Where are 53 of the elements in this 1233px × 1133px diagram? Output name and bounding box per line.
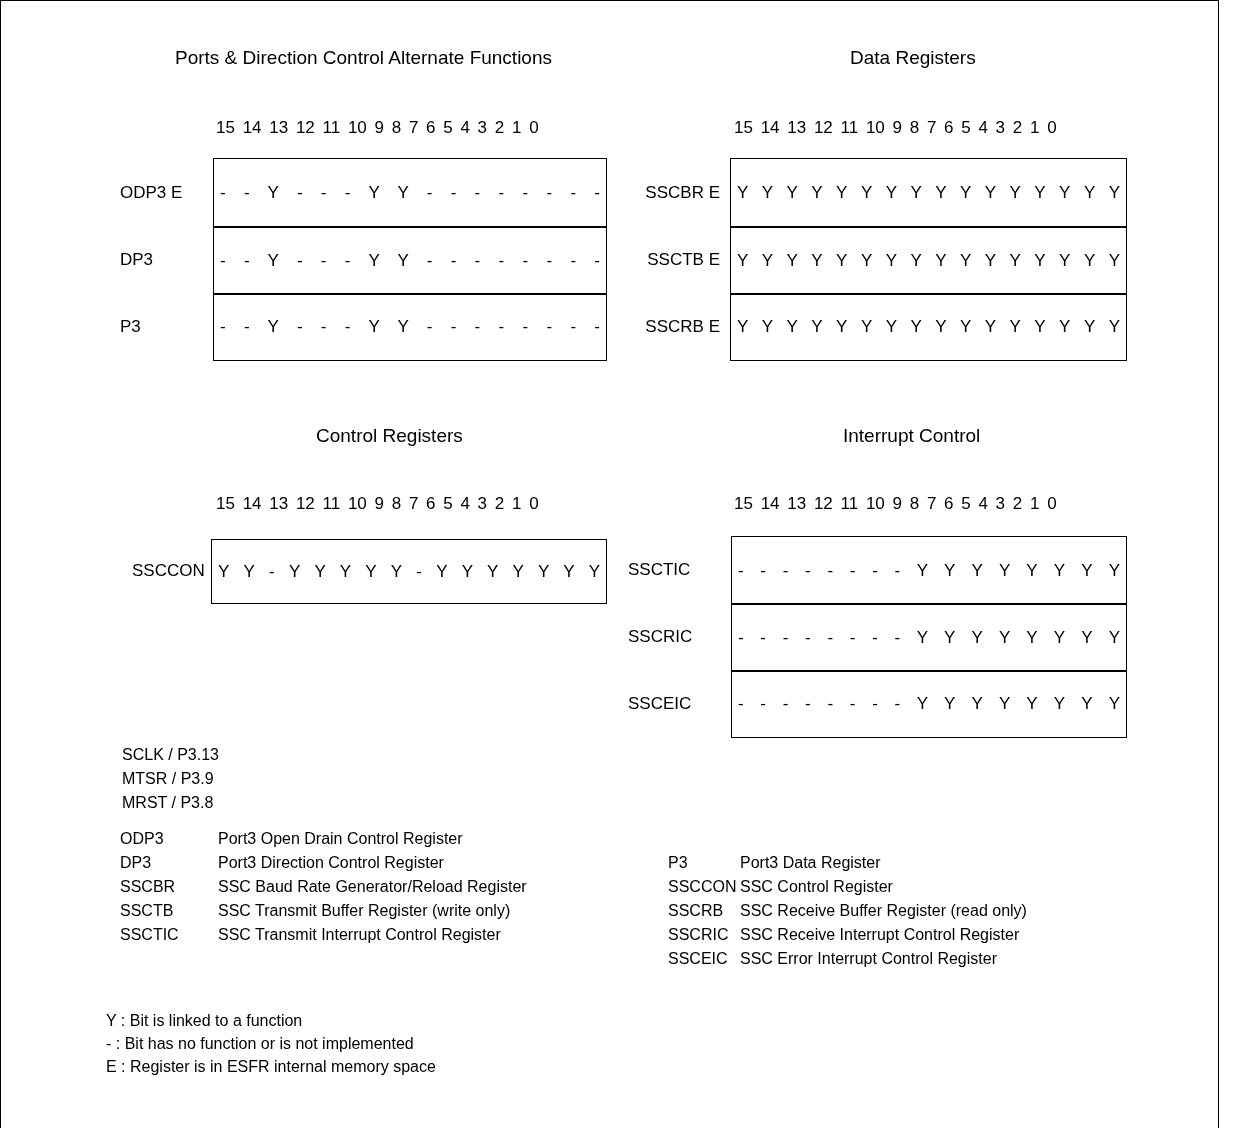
panel-title: Control Registers bbox=[316, 425, 463, 447]
abbreviation: DP3 bbox=[120, 854, 152, 872]
pin-name: SCLK / P3.13 bbox=[122, 746, 219, 764]
description: SSC Transmit Interrupt Control Register bbox=[218, 926, 501, 944]
abbreviation: SSCRB bbox=[668, 902, 724, 920]
register-bit-field: Y Y Y Y Y Y Y Y Y Y Y Y Y Y Y Y bbox=[730, 158, 1127, 228]
bit-numbers: 15 14 13 12 11 10 9 8 7 6 5 4 3 2 1 0 bbox=[734, 494, 1057, 514]
description: SSC Receive Buffer Register (read only) bbox=[740, 902, 1027, 920]
bit-numbers: 15 14 13 12 11 10 9 8 7 6 5 4 3 2 1 0 bbox=[216, 118, 539, 138]
abbreviation: P3 bbox=[668, 854, 688, 872]
panel-title: Interrupt Control bbox=[843, 425, 981, 447]
register-bit-field: - - Y - - - Y Y - - - - - - - - bbox=[213, 226, 607, 295]
description: SSC Control Register bbox=[740, 878, 893, 896]
register-name: SSCTIC bbox=[628, 559, 692, 581]
description: Port3 Data Register bbox=[740, 854, 881, 872]
register-name: SSCBR E bbox=[644, 182, 720, 204]
register-bit-field: - - Y - - - Y Y - - - - - - - - bbox=[213, 293, 607, 361]
register-name: ODP3 E bbox=[120, 182, 184, 204]
abbreviation: SSCTIC bbox=[120, 926, 179, 944]
key-note: E : Register is in ESFR internal memory space bbox=[106, 1058, 436, 1076]
abbreviation: SSCEIC bbox=[668, 950, 728, 968]
register-bit-field: Y Y Y Y Y Y Y Y Y Y Y Y Y Y Y Y bbox=[730, 293, 1127, 361]
description: SSC Error Interrupt Control Register bbox=[740, 950, 997, 968]
description: Port3 Open Drain Control Register bbox=[218, 830, 463, 848]
register-name: SSCRB E bbox=[644, 316, 720, 338]
abbreviation: SSCBR bbox=[120, 878, 176, 896]
register-bit-field: Y Y Y Y Y Y Y Y Y Y Y Y Y Y Y Y bbox=[730, 226, 1127, 295]
description: SSC Receive Interrupt Control Register bbox=[740, 926, 1020, 944]
description: SSC Baud Rate Generator/Reload Register bbox=[218, 878, 527, 896]
register-bit-field: - - Y - - - Y Y - - - - - - - - bbox=[213, 158, 607, 228]
register-bit-field: - - - - - - - - Y Y Y Y Y Y Y Y bbox=[731, 536, 1127, 605]
abbreviation: SSCCON bbox=[668, 878, 737, 896]
register-name: DP3 bbox=[120, 249, 155, 271]
register-name: SSCRIC bbox=[628, 626, 694, 648]
abbreviation: ODP3 bbox=[120, 830, 164, 848]
key-note: Y : Bit is linked to a function bbox=[106, 1012, 303, 1030]
description: Port3 Direction Control Register bbox=[218, 854, 444, 872]
key-note: - : Bit has no function or is not implemented bbox=[106, 1035, 414, 1053]
panel-title: Data Registers bbox=[850, 47, 976, 69]
abbreviation: SSCRIC bbox=[668, 926, 729, 944]
bit-numbers: 15 14 13 12 11 10 9 8 7 6 5 4 3 2 1 0 bbox=[734, 118, 1057, 138]
panel-title: Ports & Direction Control Alternate Functions bbox=[175, 47, 552, 69]
pin-name: MTSR / P3.9 bbox=[122, 770, 214, 788]
register-bit-field: - - - - - - - - Y Y Y Y Y Y Y Y bbox=[731, 603, 1127, 672]
register-name: SSCEIC bbox=[628, 693, 693, 715]
pin-name: MRST / P3.8 bbox=[122, 794, 214, 812]
register-name: SSCTB E bbox=[646, 249, 720, 271]
register-bit-field: - - - - - - - - Y Y Y Y Y Y Y Y bbox=[731, 670, 1127, 738]
abbreviation: SSCTB bbox=[120, 902, 174, 920]
register-bit-field: Y Y - Y Y Y Y Y - Y Y Y Y Y Y Y bbox=[211, 539, 607, 604]
bit-numbers: 15 14 13 12 11 10 9 8 7 6 5 4 3 2 1 0 bbox=[216, 494, 539, 514]
description: SSC Transmit Buffer Register (write only) bbox=[218, 902, 511, 920]
register-name: P3 bbox=[120, 316, 142, 338]
